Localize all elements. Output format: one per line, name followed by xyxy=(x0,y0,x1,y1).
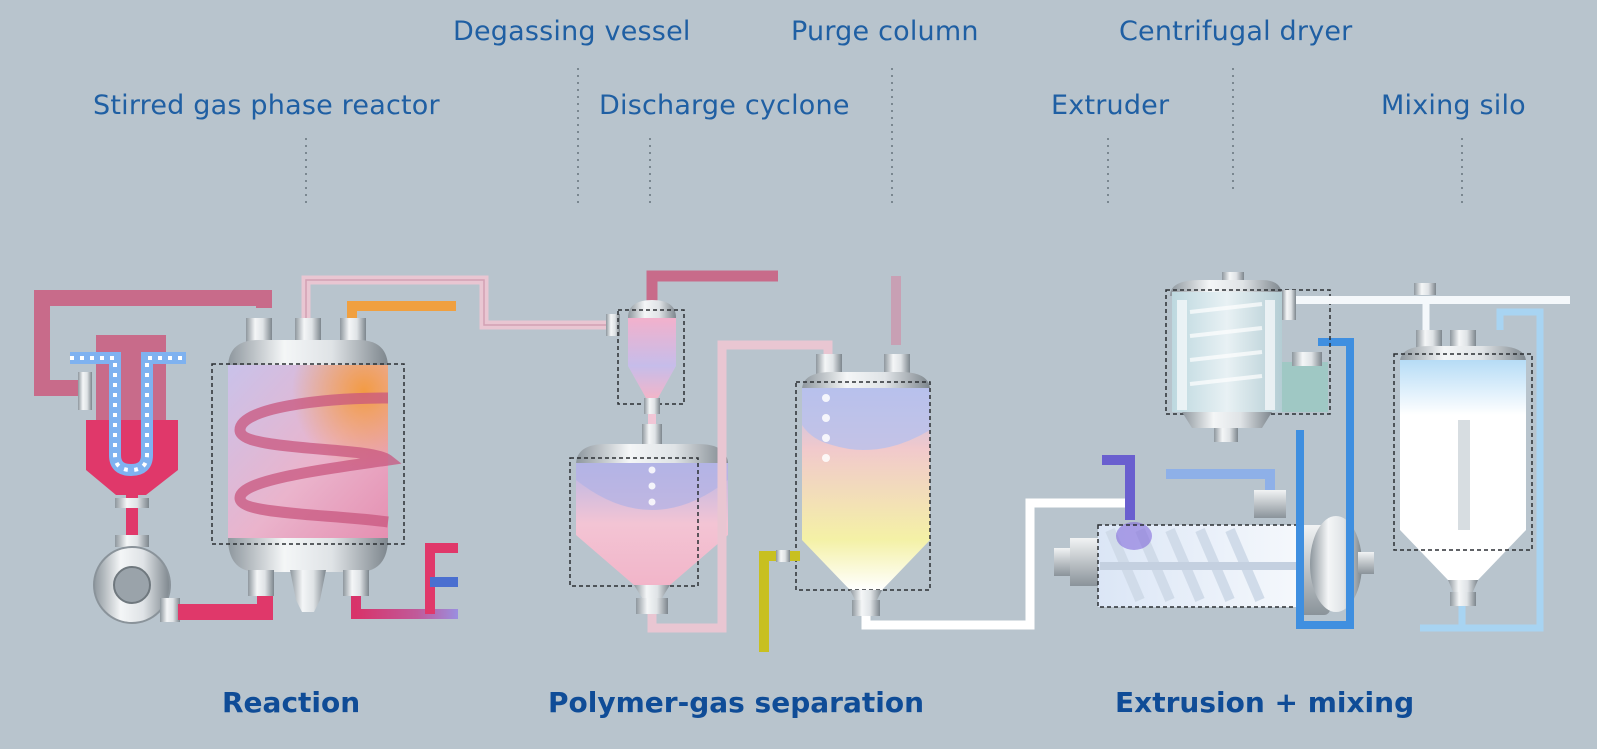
exchanger-nozzle xyxy=(78,372,92,410)
leader-lines xyxy=(305,68,1463,205)
heat-exchanger-bottom xyxy=(86,420,178,495)
purge-gas-inlet-pipe xyxy=(759,551,800,652)
label-mixing-silo: Mixing silo xyxy=(1381,90,1526,121)
reactor-bottom-head xyxy=(228,538,388,572)
reactor-helical-stirrer xyxy=(234,392,402,528)
discharge-cyclone-body xyxy=(628,318,676,398)
pump-to-reactor-pipe xyxy=(178,595,273,620)
reactor-top-head xyxy=(228,340,388,368)
separation-section xyxy=(569,270,1135,652)
feed-pipe-orange xyxy=(347,301,456,318)
silo-mixing-screw xyxy=(1458,420,1470,530)
stirrer-drive xyxy=(290,570,326,612)
label-extruder: Extruder xyxy=(1051,90,1170,121)
recycle-gas-pipe xyxy=(34,290,272,396)
additive-feed-pipe xyxy=(1102,455,1135,520)
label-discharge-cyclone: Discharge cyclone xyxy=(599,90,850,121)
degassing-vessel-top xyxy=(576,444,728,465)
section-title-extrusion: Extrusion + mixing xyxy=(1115,686,1415,719)
label-centrifugal-dryer: Centrifugal dryer xyxy=(1119,16,1353,47)
cooling-coil xyxy=(70,352,186,477)
reaction-section xyxy=(34,275,607,624)
degasser-to-purge-pipe xyxy=(647,340,833,633)
label-degassing-vessel: Degassing vessel xyxy=(453,16,691,47)
product-outlet-pipe xyxy=(351,596,458,619)
label-purge-column: Purge column xyxy=(791,16,979,47)
label-stirred-gas-phase-reactor: Stirred gas phase reactor xyxy=(93,90,440,121)
section-title-separation: Polymer-gas separation xyxy=(548,686,925,719)
section-title-reaction: Reaction xyxy=(222,686,361,719)
silo-recycle-pipe xyxy=(1458,308,1544,632)
extrusion-section xyxy=(1054,272,1570,632)
cyclone-vent-pipe xyxy=(646,270,778,302)
heat-exchanger-body xyxy=(96,335,166,425)
water-loop-pipe xyxy=(1296,338,1354,629)
